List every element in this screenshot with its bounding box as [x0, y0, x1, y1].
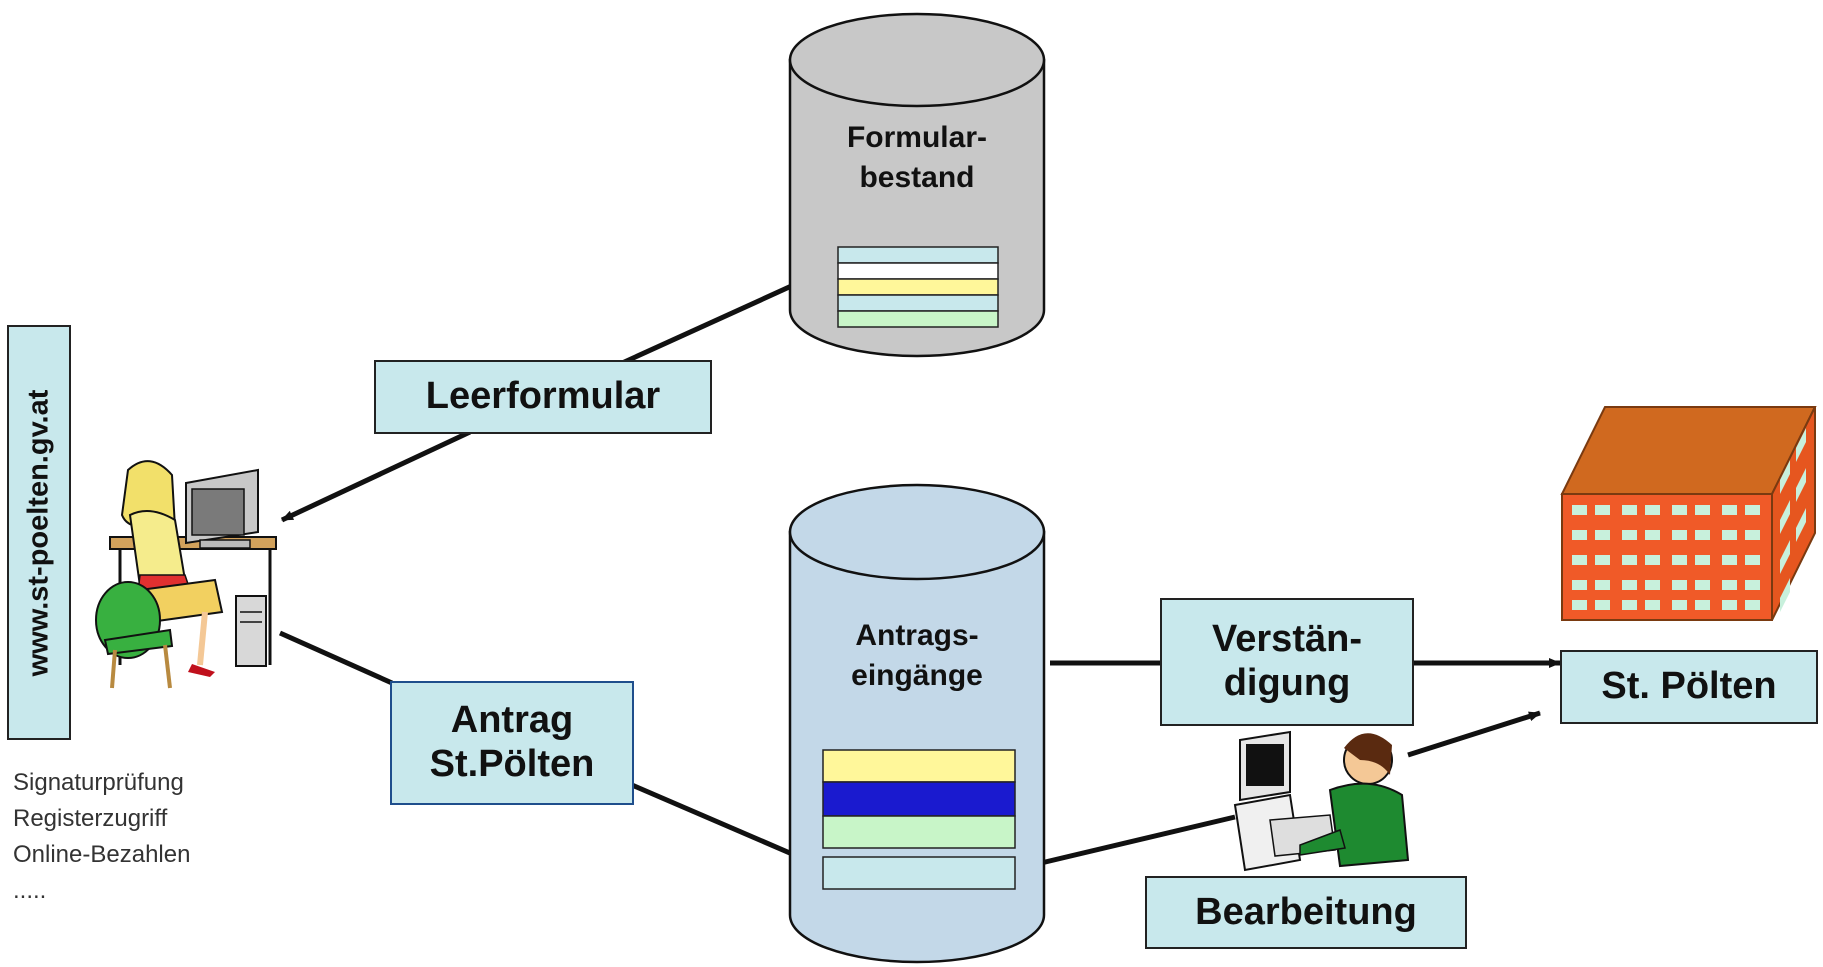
notification-box: Verstän- digung: [1160, 598, 1414, 726]
line-user-to-application: [278, 630, 394, 686]
building-icon: [1560, 406, 1817, 621]
notification-label-line2: digung: [1223, 662, 1351, 704]
notification-label-line1: Verstän-: [1212, 618, 1362, 661]
blank-form-label: Leerformular: [425, 375, 661, 418]
arrow-processing-to-inbox: [1019, 814, 1236, 871]
form-store-cylinder: [788, 12, 1046, 358]
feature-list: Signaturprüfung Registerzugriff Online-B…: [13, 765, 190, 909]
arrow-processing-to-city: [1407, 710, 1541, 758]
portal-url: www.st-poelten.gv.at: [22, 389, 55, 676]
inbox-label: Antrags- eingänge: [790, 616, 1044, 696]
city-label: St. Pölten: [1601, 665, 1777, 708]
processing-label: Bearbeitung: [1195, 890, 1417, 933]
form-stack: [837, 246, 999, 328]
form-store-label-line2: bestand: [859, 160, 975, 194]
application-label-line1: Antrag: [450, 699, 574, 742]
processing-box: Bearbeitung: [1145, 876, 1467, 949]
application-stack: [822, 749, 1016, 890]
form-store-label: Formular- bestand: [790, 118, 1044, 198]
inbox-cylinder: [788, 483, 1046, 964]
feature-item: Registerzugriff: [13, 805, 168, 832]
clerk-at-computer-icon: [1233, 730, 1410, 872]
feature-item: Online-Bezahlen: [13, 841, 191, 868]
blank-form-box: Leerformular: [374, 360, 712, 434]
application-box: Antrag St.Pölten: [390, 681, 634, 805]
application-label-line2: St.Pölten: [429, 743, 595, 785]
city-box: St. Pölten: [1560, 650, 1818, 724]
form-store-label-line1: Formular-: [846, 121, 987, 154]
connectors: [278, 260, 1561, 871]
feature-item: Signaturprüfung: [13, 769, 184, 796]
arrow-blank-form-to-user: [280, 429, 472, 523]
portal-url-bar: www.st-poelten.gv.at: [7, 325, 71, 740]
citizen-at-computer-icon: [95, 460, 277, 689]
arrow-application-to-inbox: [631, 782, 821, 869]
inbox-label-line1: Antrags-: [855, 619, 979, 652]
feature-item: .....: [13, 877, 47, 904]
inbox-label-line2: eingänge: [851, 658, 983, 692]
